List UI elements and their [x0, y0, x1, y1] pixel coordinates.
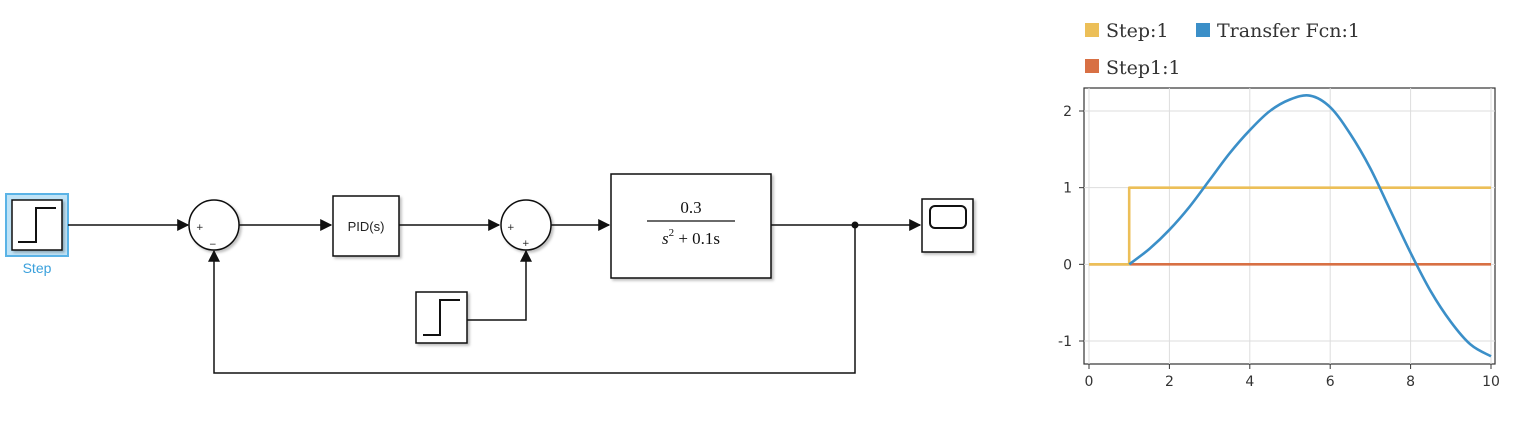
step-icon [423, 299, 460, 336]
step-source-caption: Step [23, 260, 52, 276]
x-tick-label: 4 [1245, 374, 1254, 390]
sum1-plus-sign: + [196, 223, 204, 233]
legend-swatch [1196, 23, 1210, 37]
legend-swatch [1085, 23, 1099, 37]
step-icon [18, 207, 56, 243]
scope-block[interactable] [921, 198, 974, 253]
y-tick-label: -1 [1058, 334, 1072, 350]
scope-screen-icon [929, 205, 967, 229]
x-tick-label: 2 [1165, 374, 1174, 390]
x-tick-label: 6 [1326, 374, 1335, 390]
x-tick-label: 8 [1406, 374, 1415, 390]
legend-item-step[interactable]: Step:1 [1085, 20, 1169, 42]
series-line-step [1089, 186, 1491, 266]
disturbance-signal-line[interactable] [467, 249, 532, 321]
tf-numerator: 0.3 [680, 198, 701, 217]
legend-item-transfer-fcn[interactable]: Transfer Fcn:1 [1196, 20, 1360, 42]
x-tick-label: 10 [1482, 374, 1500, 390]
tf-denominator: s2 + 0.1s [662, 227, 720, 248]
sum2-plus-sign-left: + [507, 223, 515, 233]
disturbance-step-block[interactable] [415, 291, 468, 344]
sum-block-disturbance[interactable]: + + [500, 199, 552, 251]
legend-label: Step:1 [1106, 20, 1169, 42]
y-tick-label: 1 [1063, 181, 1072, 197]
y-tick-label: 0 [1063, 257, 1072, 273]
sum1-minus-sign: − [209, 240, 217, 250]
sum-block-feedback[interactable]: + − [188, 199, 240, 251]
y-tick-label: 2 [1063, 104, 1072, 120]
block-diagram: Step + − PID(s) + + 0.3 [5, 173, 974, 374]
step-source-block[interactable] [5, 193, 69, 257]
legend-label: Step1:1 [1106, 57, 1181, 79]
plot-series [1089, 94, 1492, 358]
plot-legend: Step:1 Transfer Fcn:1 Step1:1 [1085, 20, 1360, 79]
transfer-fcn-block[interactable]: 0.3 s2 + 0.1s [610, 173, 772, 279]
pid-label: PID(s) [348, 219, 385, 234]
legend-swatch [1085, 59, 1099, 73]
feedback-line[interactable] [208, 225, 856, 374]
series-line-transfer-fcn [1128, 94, 1492, 358]
pid-controller-block[interactable]: PID(s) [332, 195, 400, 257]
x-tick-label: 0 [1085, 374, 1094, 390]
sum2-plus-sign-bottom: + [522, 239, 530, 249]
legend-label: Transfer Fcn:1 [1217, 20, 1360, 42]
plot-area[interactable] [1083, 87, 1496, 365]
legend-item-step1[interactable]: Step1:1 [1085, 57, 1181, 79]
